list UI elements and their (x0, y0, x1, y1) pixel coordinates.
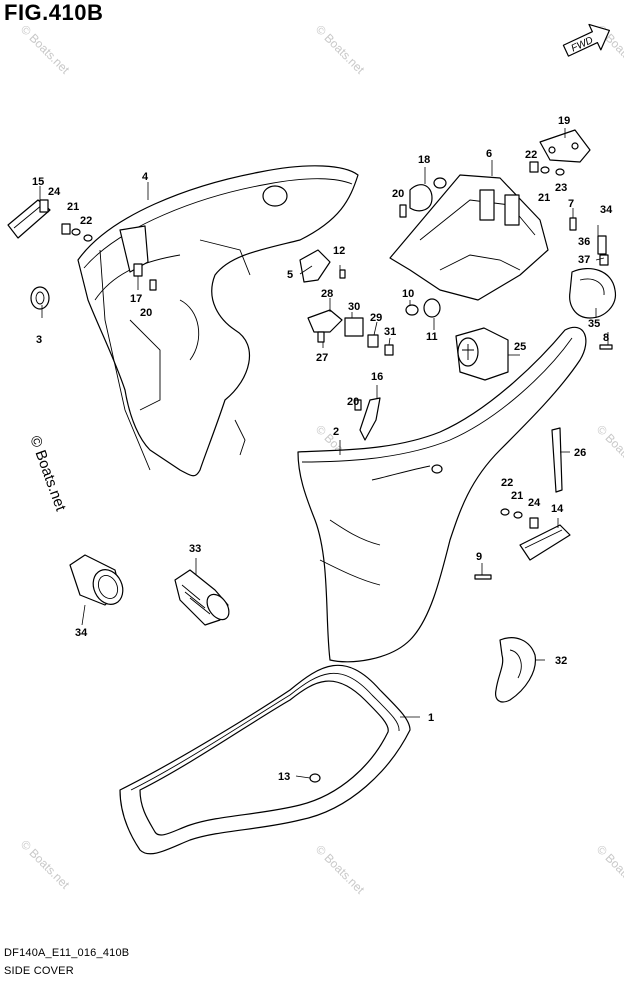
cable-holder-part (495, 637, 537, 703)
watermark-tile: © Boats.net (18, 837, 73, 892)
side-cover-lower-part (297, 326, 587, 663)
callout-label: 34 (600, 204, 613, 216)
bushing-small-part (423, 298, 441, 318)
callout-label: 7 (568, 198, 574, 210)
figure-title: FIG.410B (4, 0, 104, 25)
callout-label: 34 (75, 627, 88, 639)
watermark-tile: © Boats.net (18, 22, 73, 77)
callout-label: 31 (384, 326, 396, 338)
washer-part (405, 304, 419, 316)
callout-label: 21 (538, 192, 550, 204)
callout-label: 28 (321, 288, 333, 300)
callout-label: 37 (578, 254, 590, 266)
bushing-part (69, 554, 124, 606)
figure-name: SIDE COVER (4, 965, 74, 977)
clamp-part (569, 235, 617, 319)
callout-label: 17 (130, 293, 142, 305)
callout-label: 25 (514, 341, 526, 353)
callout-label: 35 (588, 318, 600, 330)
watermark-tile: © Boats.net (313, 22, 368, 77)
callout-label: 23 (555, 182, 567, 194)
callout-label: 18 (418, 154, 430, 166)
screw-part (317, 331, 325, 343)
figure-code: DF140A_E11_016_410B (4, 947, 130, 959)
callout-label: 11 (426, 331, 438, 343)
callout-label: 1 (428, 712, 434, 724)
callout-label: 16 (371, 371, 383, 383)
callout-label: 3 (36, 334, 42, 346)
watermark-main: © Boats.net (26, 434, 69, 514)
sensor-part (344, 317, 364, 337)
fwd-label: FWD (570, 35, 595, 55)
callout-label: 24 (528, 497, 541, 509)
stay-part (359, 397, 381, 441)
callout-label: 21 (511, 490, 523, 502)
callout-label: 4 (142, 171, 149, 183)
callout-label: 20 (347, 396, 359, 408)
callout-label: 12 (333, 245, 345, 257)
callout-labels: 1 2 3 4 5 6 7 8 9 10 11 12 13 14 15 16 1… (32, 115, 613, 783)
callout-label: 14 (551, 503, 564, 515)
callout-label: 20 (392, 188, 404, 200)
callout-label: 26 (574, 447, 586, 459)
bolt-part (384, 344, 394, 356)
callout-label: 29 (370, 312, 382, 324)
callout-label: 30 (348, 301, 360, 313)
callout-label: 22 (501, 477, 513, 489)
watermark-tile: © Boats.net (313, 842, 368, 897)
connector-part (455, 327, 509, 381)
callout-label: 15 (32, 176, 44, 188)
leader-lines (39, 128, 609, 779)
grip-handle-part (7, 199, 51, 239)
callout-label: 36 (578, 236, 590, 248)
terminal-part (367, 334, 379, 348)
ring-part (30, 286, 50, 310)
callout-label: 8 (603, 332, 609, 344)
callout-label: 9 (476, 551, 482, 563)
grip-handle-part (519, 524, 571, 561)
fastener-group (61, 161, 613, 783)
plate-part (539, 129, 591, 163)
relay-part (307, 309, 343, 333)
callout-label: 5 (287, 269, 293, 281)
callout-label: 22 (525, 149, 537, 161)
callout-label: 13 (278, 771, 290, 783)
seal-gasket-part (119, 664, 411, 855)
callout-label: 20 (140, 307, 152, 319)
callout-label: 32 (555, 655, 567, 667)
callout-label: 6 (486, 148, 492, 160)
tie-band-part (551, 427, 563, 493)
side-cover-upper-part (77, 165, 359, 477)
watermark-tile: © Boats.net (594, 842, 624, 897)
bracket-part (389, 174, 549, 301)
callout-label: 21 (67, 201, 79, 213)
cover-clip-part (299, 249, 331, 283)
callout-label: 2 (333, 426, 339, 438)
callout-label: 33 (189, 543, 201, 555)
callout-label: 22 (80, 215, 92, 227)
cable-guide-part (409, 184, 433, 212)
grommet-part (174, 569, 230, 626)
callout-label: 10 (402, 288, 414, 300)
watermark-tile: © Boats.net (594, 422, 624, 477)
callout-label: 27 (316, 352, 328, 364)
callout-label: 24 (48, 186, 61, 198)
callout-label: 19 (558, 115, 570, 127)
